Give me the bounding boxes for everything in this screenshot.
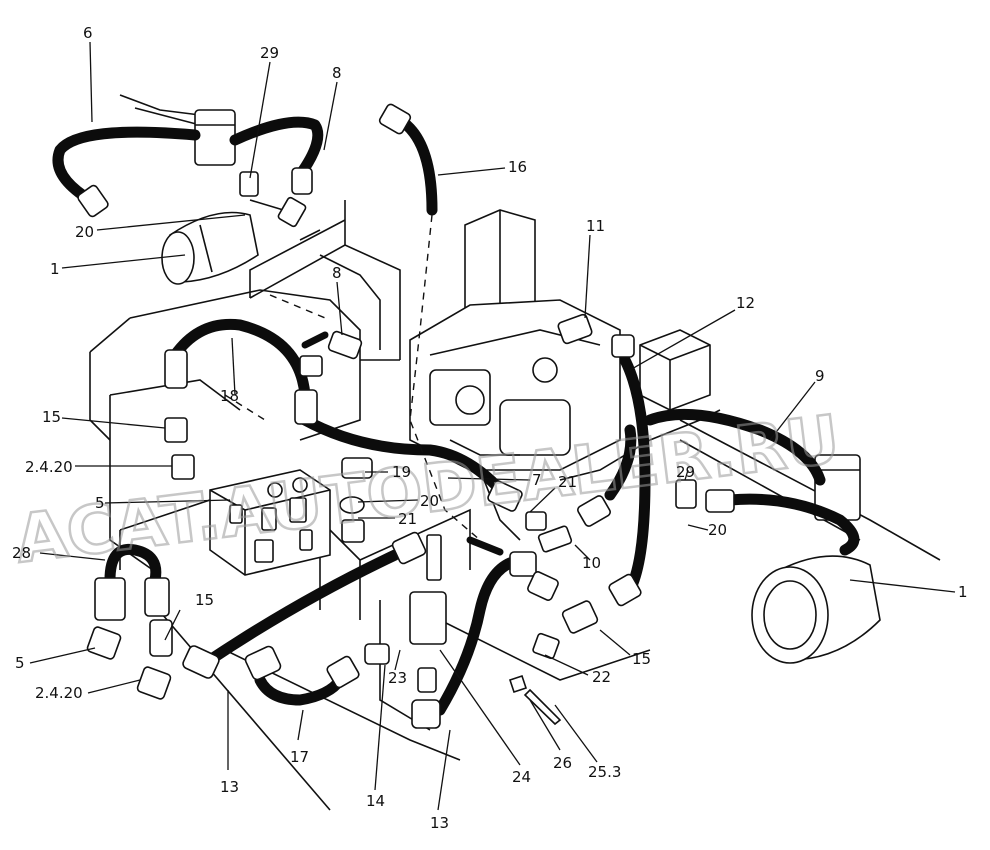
- callout-15-lower-left: 15: [195, 591, 214, 609]
- callout-20-center: 20: [420, 492, 439, 510]
- callout-22: 22: [592, 668, 611, 686]
- callout-1-left: 1: [50, 260, 60, 278]
- callout-20-left: 20: [75, 223, 94, 241]
- filter-right: [751, 454, 881, 664]
- valve-block: [209, 469, 331, 576]
- callout-20-right: 20: [708, 521, 727, 539]
- callout-15-left: 15: [42, 408, 61, 426]
- callout-21-center: 21: [398, 510, 417, 528]
- callout-6: 6: [83, 24, 93, 42]
- callout-1-right: 1: [958, 583, 968, 601]
- callout-11: 11: [586, 217, 605, 235]
- junction-box: [639, 329, 711, 411]
- callout-2-4-20-upper: 2.4.20: [25, 458, 73, 476]
- hidden-lines: [224, 214, 481, 541]
- callout-labels: 6 29 8 16 20 1 8 11 12 9 18 15 2.4.20 19…: [12, 24, 968, 832]
- leader-lines: [29, 41, 956, 811]
- callout-23: 23: [388, 669, 407, 687]
- callout-7: 7: [532, 471, 542, 489]
- callout-13-left: 13: [220, 778, 239, 796]
- callout-9: 9: [815, 367, 825, 385]
- callout-14: 14: [366, 792, 385, 810]
- callout-15-lower-right: 15: [632, 650, 651, 668]
- callout-8-mid: 8: [332, 264, 342, 282]
- frame-outlines: [89, 94, 941, 811]
- callout-26: 26: [553, 754, 572, 772]
- callout-24: 24: [512, 768, 531, 786]
- callout-29-top: 29: [260, 44, 279, 62]
- callout-12: 12: [736, 294, 755, 312]
- callout-17: 17: [290, 748, 309, 766]
- callout-21-right: 21: [558, 473, 577, 491]
- callout-10: 10: [582, 554, 601, 572]
- fittings: [77, 103, 735, 729]
- hoses: [52, 114, 860, 716]
- callout-28: 28: [12, 544, 31, 562]
- callout-8-top: 8: [332, 64, 342, 82]
- callout-29-right: 29: [676, 463, 695, 481]
- filter-left: [161, 109, 259, 285]
- callout-19: 19: [392, 463, 411, 481]
- callout-25-3: 25.3: [588, 763, 621, 781]
- callout-16: 16: [508, 158, 527, 176]
- callout-18: 18: [220, 387, 239, 405]
- callout-5-lower: 5: [15, 654, 25, 672]
- callout-5-upper: 5: [95, 494, 105, 512]
- callout-13-right: 13: [430, 814, 449, 832]
- callout-2-4-20-lower: 2.4.20: [35, 684, 83, 702]
